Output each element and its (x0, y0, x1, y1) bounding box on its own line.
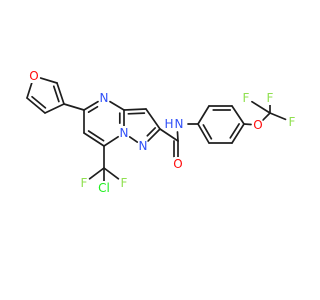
atom-label-f-cf3-left: F (243, 91, 250, 105)
ring-double (87, 105, 99, 113)
c-f-bond (269, 112, 287, 121)
atom-label-n-pyrazole: N (139, 139, 148, 153)
ether-cf3-bond (262, 112, 271, 121)
pyrazole-bond (128, 136, 139, 143)
amide-bond (176, 131, 179, 142)
atom-label-f-cf2-right: F (121, 176, 128, 190)
atom-label-o-furan: O (29, 69, 38, 83)
furan-bond (56, 82, 65, 105)
atom-label-background (253, 118, 263, 132)
atom-label-o-carbonyl: O (173, 157, 182, 171)
atom-label-background (79, 176, 89, 190)
ring-double (87, 130, 105, 142)
atom-label-n-pyrimidine: N (100, 91, 109, 105)
c-f-bond (251, 100, 271, 114)
atom-label-background (29, 69, 39, 83)
atom-label-o-ether: O (253, 118, 262, 132)
atom-label-hydrogen: H (164, 117, 173, 131)
aryl-ether-bond (243, 123, 252, 126)
atom-label-background (241, 91, 251, 105)
atom-label-background (287, 115, 297, 129)
atom-label-background (119, 126, 129, 140)
furan-double (31, 95, 47, 109)
atom-label-n-bridgehead: N (120, 126, 129, 140)
atom-label-nh-amide: N (175, 117, 184, 131)
furan-bond (39, 77, 58, 84)
ring-bond (103, 135, 119, 147)
atom-label-background (119, 176, 129, 190)
furan-to-pyrimidine (63, 103, 85, 111)
atom-label-background (173, 157, 183, 171)
atom-label-f-cf3-top: F (267, 91, 274, 105)
ring-bond (83, 132, 105, 147)
phenyl-bond (231, 123, 245, 144)
atom-label-background (138, 139, 148, 153)
atom-label-background (97, 181, 111, 195)
pyrazole-bond (123, 108, 147, 111)
pyrazole-bond (147, 128, 161, 142)
pyrazole-bond (145, 108, 161, 130)
atom-label-background (265, 91, 275, 105)
phenyl-bond (231, 105, 245, 125)
ring-bond (109, 100, 125, 111)
phenyl-bond (197, 123, 210, 144)
atom-label-cl: Cl (98, 181, 110, 195)
phenyl-double (202, 124, 213, 140)
atom-label-background (172, 117, 182, 131)
c-f-bond (88, 167, 105, 180)
pyrazole-double (146, 127, 157, 137)
furan-bond (26, 97, 46, 114)
furan-bond (44, 103, 65, 114)
phenyl-double (229, 123, 240, 139)
atom-label-background (99, 91, 109, 105)
amide-bond (159, 128, 179, 142)
atom-label-f-cf3-right: F (289, 115, 296, 129)
furan-double (52, 85, 60, 103)
phenyl-bond (197, 105, 210, 125)
c-f-bond (103, 167, 120, 180)
ring-bond (83, 100, 99, 111)
atom-label-f-cf2-left: F (81, 176, 88, 190)
bond-layer (26, 77, 287, 182)
furan-bond (26, 81, 33, 99)
pyrazole-double (127, 112, 146, 115)
